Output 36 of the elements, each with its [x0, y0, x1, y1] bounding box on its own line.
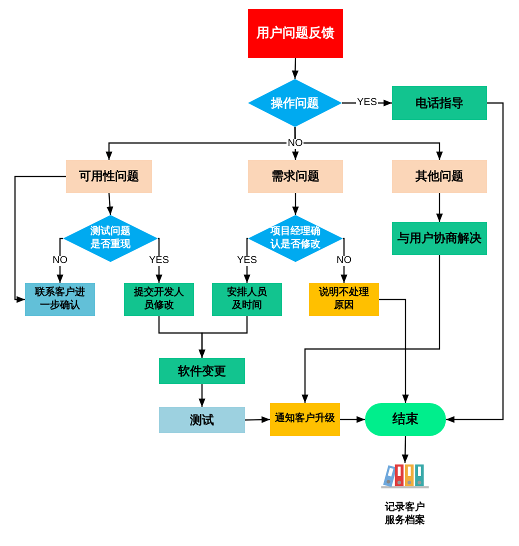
- process-box: 测试: [159, 407, 245, 433]
- process-box: 联系客户进一步确认: [25, 283, 95, 316]
- arrow: [436, 193, 443, 222]
- arrow: [294, 127, 443, 160]
- arrow: [292, 58, 299, 80]
- arrow: [56, 238, 64, 283]
- process-box: 与用户协商解决: [392, 222, 487, 255]
- process-box: 安排人员及时间: [212, 283, 282, 316]
- category-box: 可用性问题: [66, 160, 152, 193]
- arrow: [340, 416, 365, 423]
- process-box: 电话指导: [392, 86, 487, 120]
- arrow: [156, 238, 162, 283]
- arrow: [244, 416, 270, 424]
- edge-label: YES: [356, 98, 378, 108]
- arrow: [14, 176, 66, 303]
- arrow: [302, 255, 440, 403]
- process-box: 说明不处理原因: [309, 283, 379, 316]
- arrow: [446, 102, 504, 423]
- arrow: [402, 436, 409, 464]
- process-box: 通知客户升级: [270, 403, 340, 436]
- category-box: 其他问题: [392, 160, 487, 193]
- edge-label: NO: [286, 138, 304, 148]
- end-terminal: 结束: [365, 403, 446, 436]
- arrow: [198, 316, 248, 358]
- process-box: 软件变更: [159, 358, 245, 384]
- process-box: 提交开发人员修改: [124, 283, 194, 316]
- start-box: 用户问题反馈: [248, 9, 343, 58]
- decision-diamond: 操作问题: [248, 79, 342, 127]
- arrow: [379, 298, 409, 403]
- caption-text: 记录客户服务档案: [384, 501, 426, 527]
- category-box: 需求问题: [248, 160, 343, 193]
- arrow: [106, 192, 114, 216]
- arrow: [292, 193, 299, 215]
- arrow: [198, 384, 206, 407]
- arrow: [340, 238, 348, 283]
- arrow: [244, 238, 250, 283]
